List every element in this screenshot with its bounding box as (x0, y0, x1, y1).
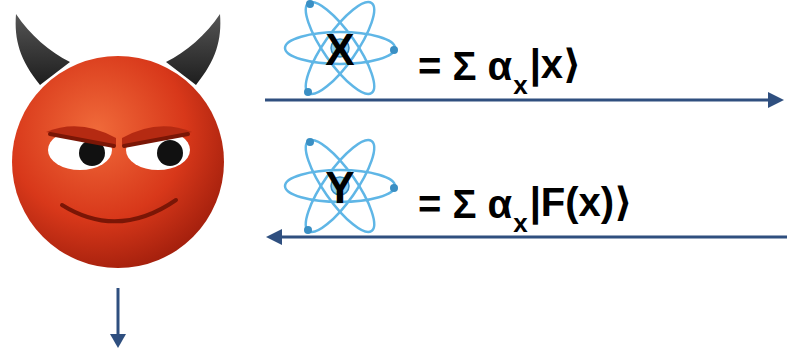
subscript: x (513, 72, 527, 98)
ket-text: |F(x)⟩ (530, 182, 633, 222)
ket-text: |x⟩ (530, 44, 582, 84)
devil-emoji (12, 14, 224, 268)
formula-text: = Σ α (418, 184, 512, 224)
state-symbol: X (325, 28, 354, 72)
atom-icon (285, 132, 398, 240)
subscript: x (513, 210, 527, 236)
formula-text: = Σ α (418, 46, 512, 86)
atom-icon (285, 0, 398, 102)
output-arrow (110, 288, 126, 348)
state-symbol: Y (325, 166, 354, 210)
